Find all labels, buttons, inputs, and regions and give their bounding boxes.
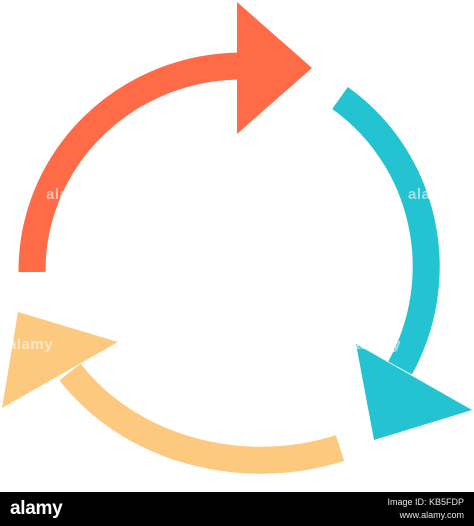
orange-arrow-head [237,2,312,134]
image-id-text: Image ID: KB5FDP [387,497,464,507]
teal-arrow-icon [332,86,472,440]
teal-arrow-head [356,344,472,440]
cycle-arrows-graphic [2,2,472,474]
orange-arrow-shaft [18,52,243,273]
yellow-arrow-head [2,312,118,408]
footer-meta: Image ID: KB5FDP www.alamy.com [387,496,464,522]
alamy-logo: alamy [10,498,63,519]
orange-arrow-icon [18,2,312,273]
yellow-arrow-shaft [59,363,345,474]
site-url-text: www.alamy.com [399,510,464,520]
footer-bar: alamy Image ID: KB5FDP www.alamy.com [0,492,474,526]
teal-arrow-shaft [332,86,440,375]
yellow-arrow-icon [2,312,345,474]
